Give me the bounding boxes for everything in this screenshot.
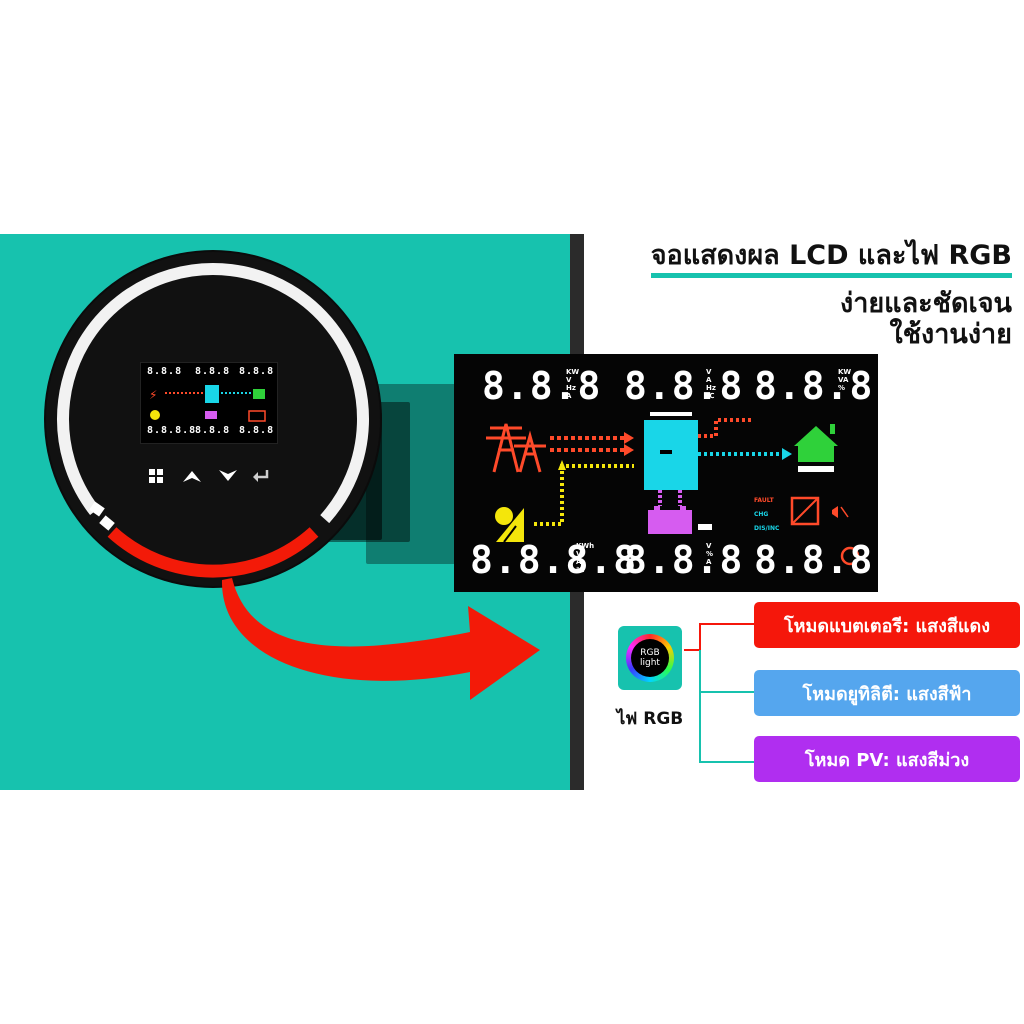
lcd-top-mid-units: V A Hz ℃	[706, 368, 716, 400]
thumb-digits-c: 8.8.8	[195, 366, 231, 377]
rgb-caption: ไฟ RGB	[616, 709, 684, 729]
connector-purple	[699, 692, 754, 763]
lcd-bottom-left-digits: 8.8.8.8	[470, 538, 638, 582]
svg-text:DIS/INC: DIS/INC	[754, 525, 780, 532]
grid-tower-icon	[486, 423, 546, 473]
lcd-flow-diagram: FAULT CHG DIS/INC	[486, 412, 860, 566]
thumb-digits-a: 8.8.8	[147, 366, 183, 377]
rgb-icon-text-1: RGB	[640, 648, 660, 658]
thumb-fault-icon	[248, 410, 266, 422]
lcd-top-left-units: KW V Hz A	[566, 368, 580, 400]
headline-line-2: ง่ายและชัดเจน	[840, 288, 1012, 320]
rgb-ring: RGB light	[626, 634, 674, 682]
fault-label: FAULT	[754, 497, 775, 504]
house-icon	[794, 424, 838, 472]
lcd-top-left-digits: 8.8.8	[482, 364, 602, 408]
ring-dash-1	[89, 501, 105, 517]
thumb-tower-icon: ⚡	[149, 388, 157, 402]
mode-battery-label: โหมดแบตเตอรี: แสงสีแดง	[783, 615, 991, 637]
rgb-icon-text-2: light	[640, 658, 660, 668]
chevron-up-icon	[183, 471, 201, 482]
rgb-light-icon: RGB light	[618, 626, 682, 690]
down-button[interactable]	[218, 468, 238, 484]
inverter-icon	[644, 420, 698, 490]
mute-icon	[832, 506, 838, 518]
battery-icon	[648, 506, 712, 534]
svg-text:CHG: CHG	[754, 511, 768, 518]
thumb-digits-c2: 8.8.8	[195, 425, 231, 436]
thumb-house-icon	[253, 389, 265, 399]
fan-icon	[840, 546, 860, 566]
mode-pv-label: โหมด PV: แสงสีม่วง	[804, 749, 970, 771]
thumb-flow-diagram: ⚡	[149, 385, 266, 422]
lcd-display: 8.8.8 KW V Hz A 8.8.8 V A Hz ℃ 8.8.8 KW …	[454, 354, 878, 592]
inverter-to-house-red	[698, 418, 754, 438]
mode-pv: โหมด PV: แสงสีม่วง	[754, 736, 1020, 782]
red-ring-arc	[107, 527, 319, 578]
menu-button[interactable]	[148, 468, 164, 484]
up-button[interactable]	[182, 468, 202, 484]
mode-utility-label: โหมดยูทิลิตี: แสงสีฟ้า	[802, 683, 972, 705]
thumb-sun-icon	[150, 410, 160, 420]
thumb-battery-icon	[205, 411, 217, 419]
connector-red	[684, 623, 754, 651]
mode-battery: โหมดแบตเตอรี: แสงสีแดง	[754, 602, 1020, 648]
headline-line-3: ใช้งานง่าย	[889, 319, 1012, 351]
headline: จอแสดงผล LCD และไฟ RGB ง่ายและชัดเจน ใช้…	[650, 240, 1012, 351]
headline-line-1: จอแสดงผล LCD และไฟ RGB	[650, 240, 1012, 279]
grid-to-inverter-arrow	[550, 432, 634, 444]
control-dial: 8.8.8 8.8.8 8.8.8 ⚡ 8.8.8.8 8.8.8 8.8.8	[46, 252, 380, 586]
pv-to-inverter-arrow	[534, 464, 634, 526]
ghost-screen-3	[366, 384, 458, 564]
ring-dash-2	[99, 515, 115, 531]
inverter-top-bar	[650, 412, 692, 416]
fault-box-icon	[790, 496, 820, 526]
status-icons: FAULT CHG DIS/INC	[754, 496, 849, 532]
lcd-top-right-units: KW VA %	[838, 368, 852, 392]
lcd-bottom-mid-digits: 8.8.8	[624, 538, 744, 582]
enter-icon	[253, 470, 269, 482]
thumb-inverter-icon	[205, 385, 219, 403]
grid-icon	[149, 469, 163, 483]
connector-blue	[699, 650, 754, 693]
lcd-bottom-mid-units: V % A	[706, 542, 714, 566]
enter-button[interactable]	[252, 468, 270, 484]
grid-to-inverter-arrow-2	[550, 444, 634, 456]
thumb-digits-b: 8.8.8.8	[147, 425, 197, 436]
thumb-digits-a2: 8.8.8	[239, 366, 275, 377]
lcd-top-mid-digits: 8.8.8	[624, 364, 744, 408]
mode-utility: โหมดยูทิลิตี: แสงสีฟ้า	[754, 670, 1020, 716]
thumb-digits-a3: 8.8.8	[239, 425, 275, 436]
dial-lcd-thumbnail: 8.8.8 8.8.8 8.8.8 ⚡ 8.8.8.8 8.8.8 8.8.8	[140, 362, 278, 444]
lcd-bottom-left-units: KWh V A ℃	[576, 542, 595, 574]
lcd-top-right-digits: 8.8.8	[754, 364, 874, 408]
solar-panel-icon	[495, 507, 524, 543]
lcd-bottom-right-digits: 8.8.8	[754, 538, 874, 582]
chevron-down-icon	[219, 470, 237, 481]
dial-ring	[57, 263, 369, 578]
rgb-core: RGB light	[631, 639, 669, 677]
